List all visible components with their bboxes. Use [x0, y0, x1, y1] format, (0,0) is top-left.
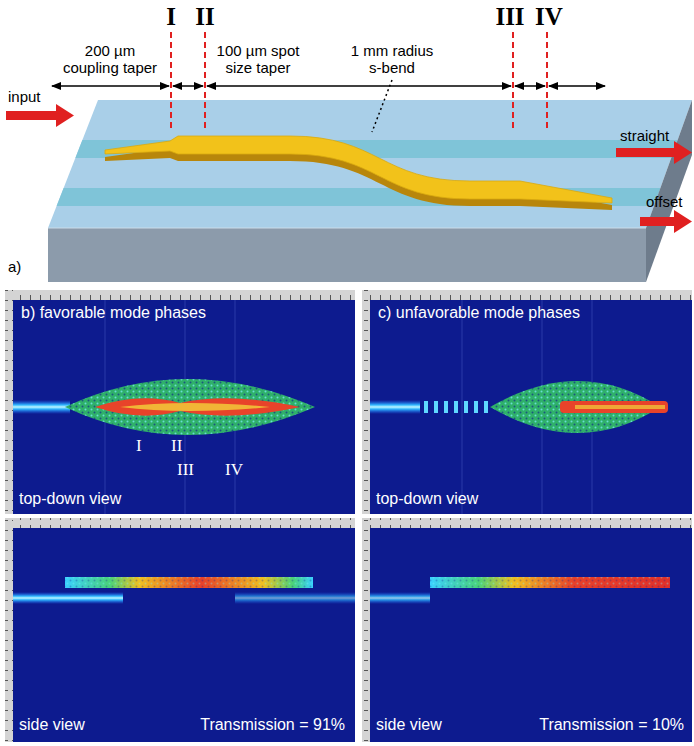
sim-panel: b) favorable mode phasesIIIIIIIVtop-down…: [5, 290, 355, 514]
section-numeral: IV: [535, 3, 563, 32]
port-label: offset: [646, 193, 682, 210]
section-numeral: I: [166, 3, 176, 32]
panel-caption: side view: [376, 716, 442, 734]
panel-title: c) unfavorable mode phases: [378, 304, 580, 322]
dimension-label: 200 µm coupling taper: [58, 42, 162, 77]
panel-caption: side view: [19, 716, 85, 734]
dimension-label: 1 mm radius s-bend: [346, 42, 438, 77]
section-numeral: I: [136, 436, 142, 456]
section-numeral: IV: [225, 460, 243, 480]
section-numeral: II: [171, 436, 182, 456]
port-label: straight: [620, 127, 669, 144]
section-numeral: II: [195, 3, 214, 32]
dimension-label: 100 µm spot size taper: [212, 42, 304, 77]
panel-caption: top-down view: [376, 490, 478, 508]
section-numeral: III: [495, 3, 524, 32]
section-numeral: III: [177, 460, 194, 480]
sim-panel: side view Transmission = 10%: [362, 518, 692, 742]
panel-title: b) favorable mode phases: [21, 304, 206, 322]
panel-caption: Transmission = 91%: [200, 716, 345, 734]
panel-caption: top-down view: [19, 490, 121, 508]
port-label: input: [8, 88, 41, 105]
sim-panel: c) unfavorable mode phases top-down view: [362, 290, 692, 514]
panel-caption: Transmission = 10%: [539, 716, 684, 734]
panel-letter: a): [8, 258, 21, 275]
sim-panel: side view Transmission = 91%: [5, 518, 355, 742]
